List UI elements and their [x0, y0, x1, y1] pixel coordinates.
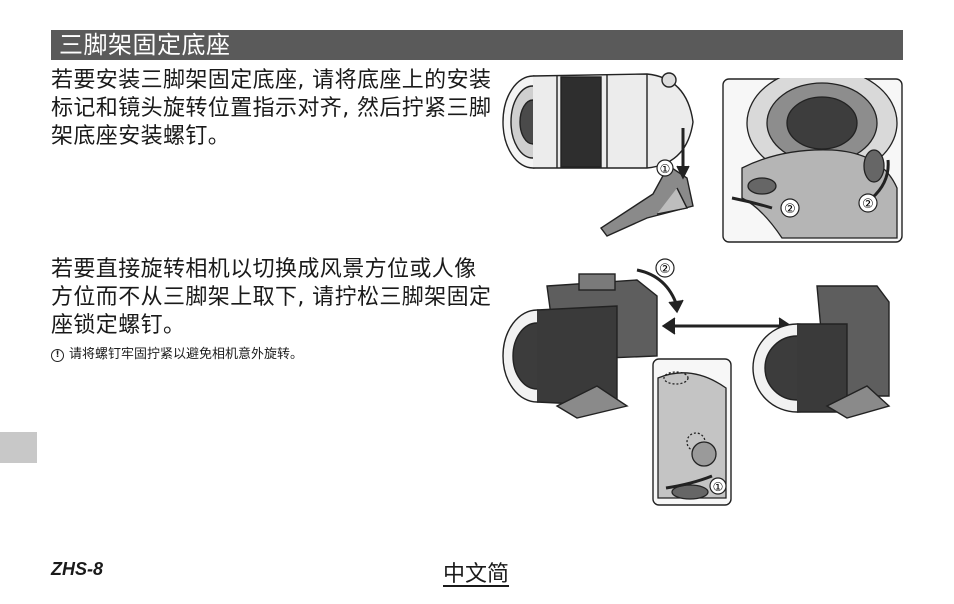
- section-title-bar: 三脚架固定底座: [51, 30, 903, 60]
- step-label-2a: ②: [780, 198, 800, 218]
- step-label-2b: ②: [858, 193, 878, 213]
- svg-text:①: ①: [713, 480, 724, 494]
- step-label-2-rotation: ②: [655, 258, 675, 278]
- svg-text:②: ②: [659, 262, 671, 277]
- figure-camera-rotation: ②: [502, 258, 891, 419]
- svg-text:②: ②: [862, 197, 874, 212]
- paragraph-attach-mount: 若要安装三脚架固定底座, 请将底座上的安装标记和镜头旋转位置指示对齐, 然后拧紧…: [51, 68, 492, 149]
- step-label-1-lock: ①: [709, 477, 727, 495]
- caution-note-text: 请将螺钉牢固拧紧以避免相机意外旋转。: [69, 347, 304, 362]
- language-label: 中文简: [443, 562, 510, 587]
- paragraph-rotate-camera: 若要直接旋转相机以切换成风景方位或人像方位而不从三脚架上取下, 请拧松三脚架固定…: [51, 257, 492, 338]
- section-title: 三脚架固定底座: [59, 31, 231, 59]
- chapter-side-tab: [0, 432, 37, 463]
- figure-lens-tripod-foot: ①: [502, 72, 694, 237]
- caution-icon: !: [51, 348, 64, 362]
- svg-text:②: ②: [784, 202, 796, 217]
- svg-text:①: ①: [660, 162, 671, 176]
- figure-lock-screw-closeup: ①: [652, 358, 732, 506]
- caution-note: ! 请将螺钉牢固拧紧以避免相机意外旋转。: [51, 346, 303, 364]
- step-label-1: ①: [656, 159, 674, 177]
- page-number: ZHS-8: [51, 559, 104, 579]
- figure-mount-closeup: ② ②: [722, 78, 903, 243]
